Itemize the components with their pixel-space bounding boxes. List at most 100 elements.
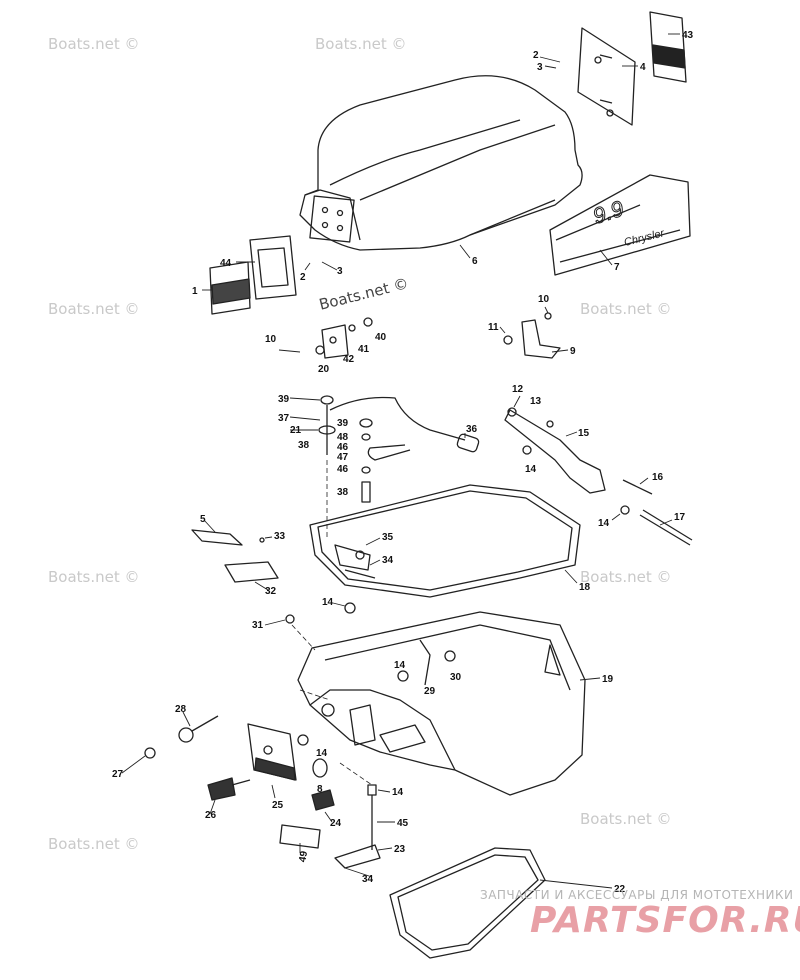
callout-label: 42: [343, 354, 355, 365]
callout-label: 31: [252, 620, 264, 631]
handle-26-part: [207, 777, 251, 801]
callout-label: 3: [337, 266, 343, 277]
bracket-42-part: [315, 317, 373, 359]
decal-number-text: 9.9: [590, 196, 627, 229]
callout-label: 10: [538, 294, 550, 305]
callout-label: 25: [272, 800, 284, 811]
callout-label: 17: [674, 512, 686, 523]
engine-cover-top-part: [299, 75, 583, 251]
callout-label: 30: [450, 672, 462, 683]
assembly-lines: [291, 460, 373, 786]
plate-25-part: [247, 723, 309, 781]
callout-label: 8: [317, 784, 323, 795]
rod-45-part: [334, 784, 381, 869]
callout-label: 48: [337, 432, 349, 443]
callout-label: 46: [337, 464, 349, 475]
callout-label: 36: [466, 424, 478, 435]
callout-label: 39: [337, 418, 349, 429]
callout-label: 15: [578, 428, 590, 439]
callout-label: 14: [392, 787, 404, 798]
callout-label: 7: [614, 262, 620, 273]
watermark: Boats.net ©: [48, 835, 140, 853]
callout-label: 2: [300, 272, 306, 283]
callout-label: 43: [682, 30, 694, 41]
callout-label: 11: [488, 322, 499, 333]
callout-label: 44: [220, 258, 232, 269]
callout-label: 13: [530, 396, 542, 407]
frame-44-part: [249, 235, 297, 300]
seal-22-part: [389, 847, 546, 959]
callout-label: 3: [537, 62, 543, 73]
latch-35-part: [334, 544, 376, 579]
callout-label: 47: [337, 452, 349, 463]
callout-label: 14: [394, 660, 406, 671]
callout-label: 6: [472, 256, 478, 267]
knob-28-part: [144, 715, 219, 759]
callout-label: 32: [265, 586, 277, 597]
callout-label: 35: [382, 532, 394, 543]
callout-group: 43 2 3 4 6 7 44 2 3 1 40 41 42 10 20 10 …: [112, 30, 694, 895]
callout-label: 27: [112, 769, 124, 780]
callout-label: 21: [290, 425, 302, 436]
callout-label: 23: [394, 844, 406, 855]
callout-label: 38: [298, 440, 310, 451]
plate-5-part: [191, 529, 243, 546]
callout-label: 5: [200, 514, 206, 525]
callout-label: 14: [322, 597, 334, 608]
callout-label: 14: [525, 464, 537, 475]
callout-label: 40: [375, 332, 387, 343]
callout-label: 20: [318, 364, 330, 375]
decal-49-part: [279, 824, 321, 849]
watermark: Boats.net ©: [48, 300, 140, 318]
callout-label: 10: [265, 334, 277, 345]
callout-label: 45: [397, 818, 409, 829]
leader-lines: [121, 33, 680, 889]
callout-label: 46: [337, 442, 349, 453]
site-tagline: ЗАПЧАСТИ И АКСЕССУАРЫ ДЛЯ МОТОТЕХНИКИ: [480, 888, 794, 902]
callout-label: 18: [579, 582, 591, 593]
callout-label: 39: [278, 394, 290, 405]
callout-label: 19: [602, 674, 614, 685]
label-43-part: [649, 11, 687, 83]
callout-label: 2: [533, 50, 539, 61]
watermark: Boats.net ©: [580, 568, 672, 586]
callout-label: 29: [424, 686, 436, 697]
lever-15-part: [504, 407, 693, 546]
screw-31-part: [285, 614, 295, 624]
watermark: Boats.net ©: [580, 810, 672, 828]
callout-label: 4: [640, 62, 646, 73]
callout-label: 34: [382, 555, 394, 566]
callout-label: 22: [614, 884, 626, 895]
nut-14-part: [344, 602, 356, 614]
decal-brand-text: Chrysler: [623, 227, 667, 249]
watermark: Boats.net ©: [580, 300, 672, 318]
callout-label: 38: [337, 487, 349, 498]
decal-part: [549, 174, 691, 276]
label-1-part: [209, 261, 251, 315]
callout-label: 28: [175, 704, 187, 715]
plate-32-part: [224, 537, 279, 583]
callout-label: 41: [358, 344, 370, 355]
bracket-9-part: [503, 312, 561, 359]
callout-label: 14: [316, 748, 328, 759]
washer-8-part: [311, 758, 335, 811]
callout-label: 33: [274, 531, 286, 542]
callout-label: 24: [330, 818, 342, 829]
site-logo: PARTSFOR.RU: [530, 900, 800, 941]
callout-label: 49: [297, 850, 310, 863]
callout-label: 9: [570, 346, 576, 357]
callout-label: 14: [598, 518, 610, 529]
mounting-plate-part: [577, 27, 636, 126]
seal-18-part: [309, 484, 581, 598]
callout-label: 12: [512, 384, 524, 395]
watermark: Boats.net ©: [48, 568, 140, 586]
callout-label: 1: [192, 286, 198, 297]
engine-cover-bottom-part: [297, 611, 586, 796]
callout-label: 16: [652, 472, 664, 483]
callout-label: 37: [278, 413, 290, 424]
watermark: Boats.net ©: [315, 35, 407, 53]
callout-label: 26: [205, 810, 217, 821]
callout-label: 34: [362, 874, 374, 885]
watermark: Boats.net ©: [48, 35, 140, 53]
